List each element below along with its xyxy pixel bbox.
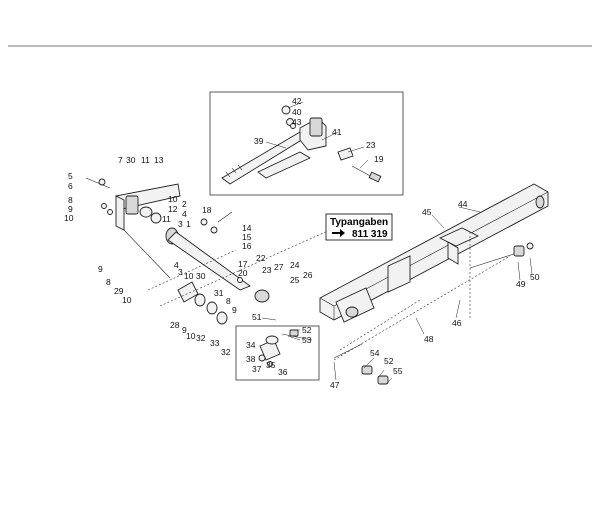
callout-8-lower: 8 — [106, 277, 111, 287]
callout-2: 2 — [182, 199, 187, 209]
callout-34: 34 — [246, 340, 256, 350]
callout-4-lower: 4 — [174, 260, 179, 270]
callout-7: 7 — [118, 155, 123, 165]
callout-30-top: 30 — [126, 155, 136, 165]
frame-axle-drawing — [319, 183, 549, 385]
callout-45: 45 — [422, 207, 432, 217]
callout-51: 51 — [252, 312, 262, 322]
callout-29: 29 — [114, 286, 124, 296]
hand-lever-drawing — [221, 105, 382, 185]
callout-46: 46 — [452, 318, 462, 328]
callout-28: 28 — [170, 320, 180, 330]
callout-15: 15 — [242, 232, 252, 242]
callout-53: 53 — [302, 335, 312, 345]
callout-9-left: 9 — [68, 204, 73, 214]
callout-42: 42 — [292, 96, 302, 106]
callout-44: 44 — [458, 199, 468, 209]
callout-3: 3 — [178, 219, 183, 229]
callout-23-top: 23 — [366, 140, 376, 150]
callout-41: 41 — [332, 127, 342, 137]
callout-38: 38 — [246, 354, 256, 364]
callout-52-right: 52 — [384, 356, 394, 366]
callout-31: 31 — [214, 288, 224, 298]
callout-13: 13 — [154, 155, 164, 165]
callout-14: 14 — [242, 223, 252, 233]
callout-32-right: 32 — [221, 347, 231, 357]
callout-47: 47 — [330, 380, 340, 390]
callout-1: 1 — [186, 219, 191, 229]
typangaben-title: Typangaben — [330, 217, 388, 228]
callout-16: 16 — [242, 241, 252, 251]
callout-17: 17 — [238, 259, 248, 269]
callout-10-bottom: 10 — [186, 331, 196, 341]
bracket-assembly-drawing — [85, 177, 331, 325]
callout-37: 37 — [252, 364, 262, 374]
callout-22: 22 — [256, 253, 266, 263]
callout-40: 40 — [292, 107, 302, 117]
inset-box-lever — [209, 91, 404, 196]
callout-10-lower: 10 — [122, 295, 132, 305]
inset-box-cable — [235, 325, 320, 381]
callout-23-mid: 23 — [262, 265, 272, 275]
typangaben-number: 811 319 — [352, 229, 388, 240]
callout-19: 19 — [374, 154, 384, 164]
callout-50: 50 — [530, 272, 540, 282]
callout-24: 24 — [290, 260, 300, 270]
callout-8-left: 8 — [68, 195, 73, 205]
callout-8-mid: 8 — [226, 296, 231, 306]
callout-10-left: 10 — [64, 213, 74, 223]
callout-numbers: 42 40 43 39 41 23 19 5 6 7 30 11 13 8 9 … — [64, 96, 540, 390]
callout-30-mid: 30 — [196, 271, 206, 281]
callout-49: 49 — [516, 279, 526, 289]
cable-end-drawing — [258, 329, 313, 367]
callout-20: 20 — [238, 268, 248, 278]
callout-54: 54 — [370, 348, 380, 358]
callout-39: 39 — [254, 136, 264, 146]
callout-26: 26 — [303, 270, 313, 280]
callout-27: 27 — [274, 262, 284, 272]
callout-18: 18 — [202, 205, 212, 215]
callout-36: 36 — [278, 367, 288, 377]
callout-52-mid: 52 — [302, 325, 312, 335]
callout-10-mid: 10 — [168, 194, 178, 204]
callout-43: 43 — [292, 117, 302, 127]
callout-4: 4 — [182, 209, 187, 219]
callout-5: 5 — [68, 171, 73, 181]
typangaben-label: Typangaben 811 319 — [325, 213, 393, 241]
callout-25: 25 — [290, 275, 300, 285]
callout-6: 6 — [68, 181, 73, 191]
callout-48: 48 — [424, 334, 434, 344]
callout-9-mid: 9 — [232, 305, 237, 315]
callout-11-mid: 11 — [162, 214, 171, 224]
callout-33: 33 — [210, 338, 220, 348]
callout-3-lower: 3 — [178, 267, 183, 277]
callout-32-left: 32 — [196, 333, 206, 343]
callout-55: 55 — [393, 366, 403, 376]
arrow-right-icon — [332, 229, 345, 237]
callout-9-bottom: 9 — [182, 325, 187, 335]
callout-9-lower: 9 — [98, 264, 103, 274]
callout-10-mid2: 10 — [184, 271, 194, 281]
callout-12: 12 — [168, 204, 178, 214]
callout-35: 35 — [266, 360, 276, 370]
callout-11-top: 11 — [141, 155, 150, 165]
leader-lines — [261, 101, 533, 385]
